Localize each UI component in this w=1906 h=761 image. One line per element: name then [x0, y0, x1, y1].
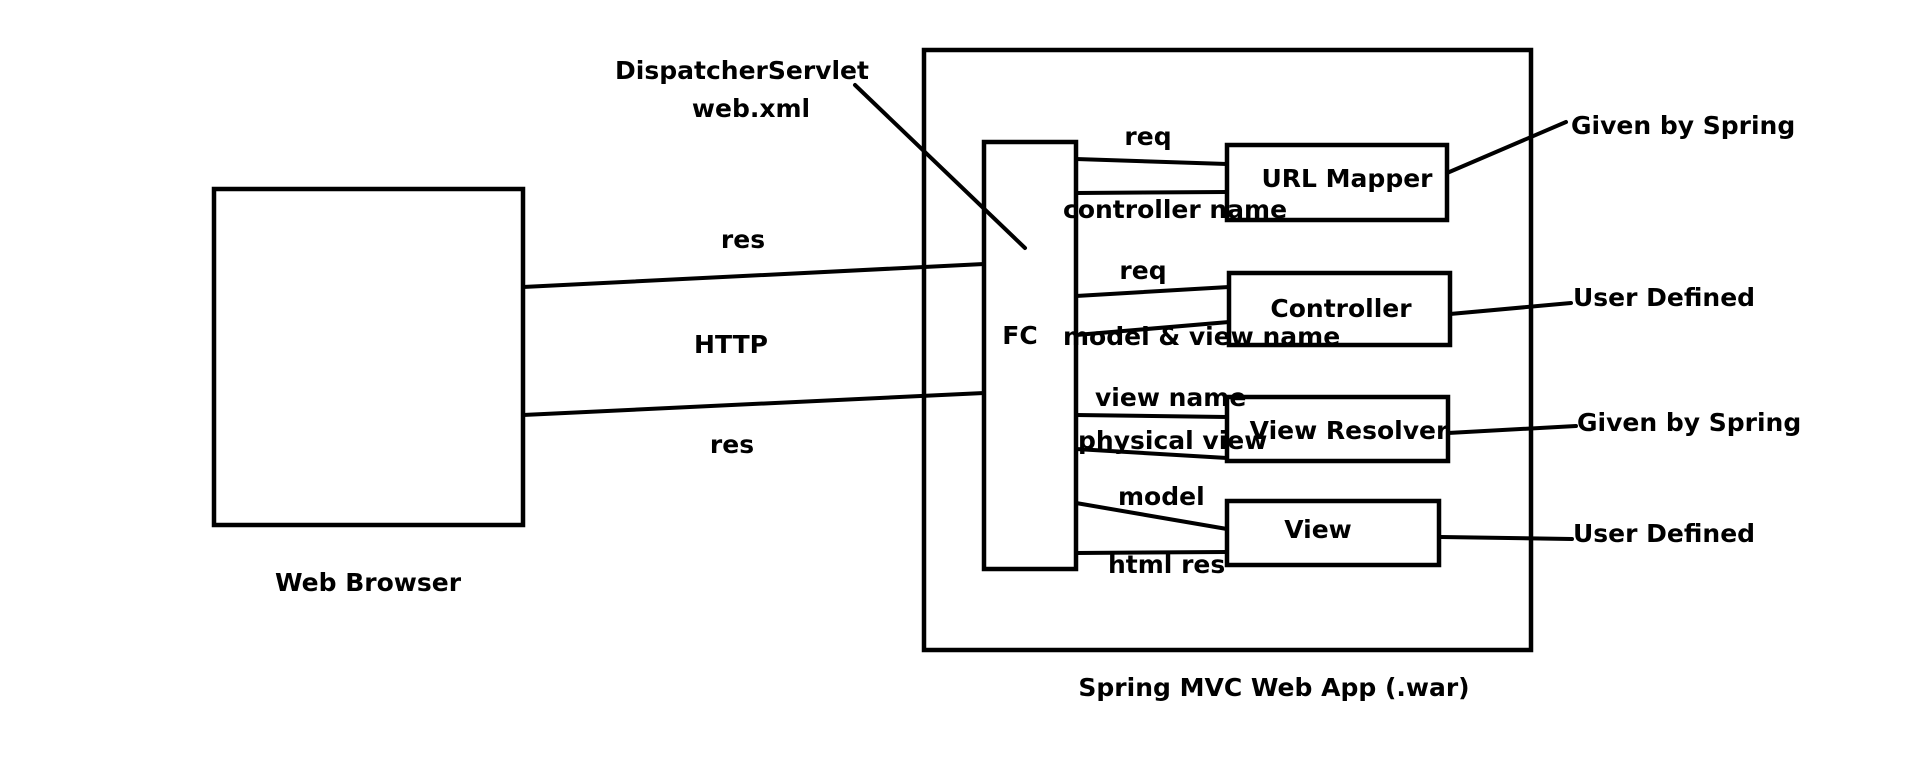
view-req-line — [1074, 501, 1229, 531]
spring-app-container — [921, 47, 1534, 653]
view-resolver-req-label: view name — [1095, 383, 1246, 412]
spring-app-label: Spring MVC Web App (.war) — [1078, 673, 1469, 702]
url-mapper-req-label: req — [1124, 122, 1171, 151]
controller-role-line — [1448, 301, 1573, 316]
controller-return-label: model & view name — [1063, 322, 1340, 351]
controller-label: Controller — [1270, 294, 1412, 323]
view-return-line — [1074, 550, 1229, 555]
view-label: View — [1284, 515, 1352, 544]
browser-res-line-top — [521, 262, 986, 289]
controller-req-label: req — [1119, 256, 1166, 285]
view-resolver-box — [1224, 394, 1451, 464]
dispatcher-servlet-label: DispatcherServlet — [615, 56, 869, 85]
web-browser-box — [211, 186, 526, 528]
front-controller-box — [981, 139, 1079, 572]
url-mapper-return-label: controller name — [1063, 195, 1287, 224]
view-resolver-role-line — [1446, 424, 1578, 435]
controller-role-label: User Defined — [1573, 283, 1755, 312]
controller-req-line — [1074, 285, 1231, 298]
connection-res-bottom-label: res — [710, 430, 754, 459]
view-role-label: User Defined — [1573, 519, 1755, 548]
front-controller-label: FC — [1002, 321, 1037, 350]
connection-res-top-label: res — [721, 225, 765, 254]
url-mapper-return-line — [1074, 190, 1229, 195]
view-resolver-return-label: physical view — [1078, 426, 1267, 455]
url-mapper-label: URL Mapper — [1261, 164, 1433, 193]
view-req-label: model — [1118, 482, 1205, 511]
dispatcher-pointer-line — [853, 83, 1027, 250]
browser-http-line — [521, 391, 986, 417]
view-resolver-label: View Resolver — [1250, 416, 1449, 445]
view-resolver-return-line — [1074, 447, 1229, 460]
url-mapper-box — [1224, 142, 1450, 223]
view-box — [1224, 498, 1442, 568]
url-mapper-role-label: Given by Spring — [1571, 111, 1795, 140]
url-mapper-role-line — [1445, 120, 1568, 175]
controller-box — [1226, 270, 1453, 348]
view-resolver-req-line — [1074, 413, 1229, 419]
view-role-line — [1439, 535, 1574, 541]
web-browser-label: Web Browser — [275, 568, 462, 597]
controller-return-line — [1074, 320, 1231, 337]
connection-http-label: HTTP — [694, 330, 768, 359]
view-resolver-role-label: Given by Spring — [1577, 408, 1801, 437]
url-mapper-req-line — [1074, 157, 1229, 166]
web-xml-label: web.xml — [692, 94, 810, 123]
view-return-label: html res — [1108, 550, 1225, 579]
